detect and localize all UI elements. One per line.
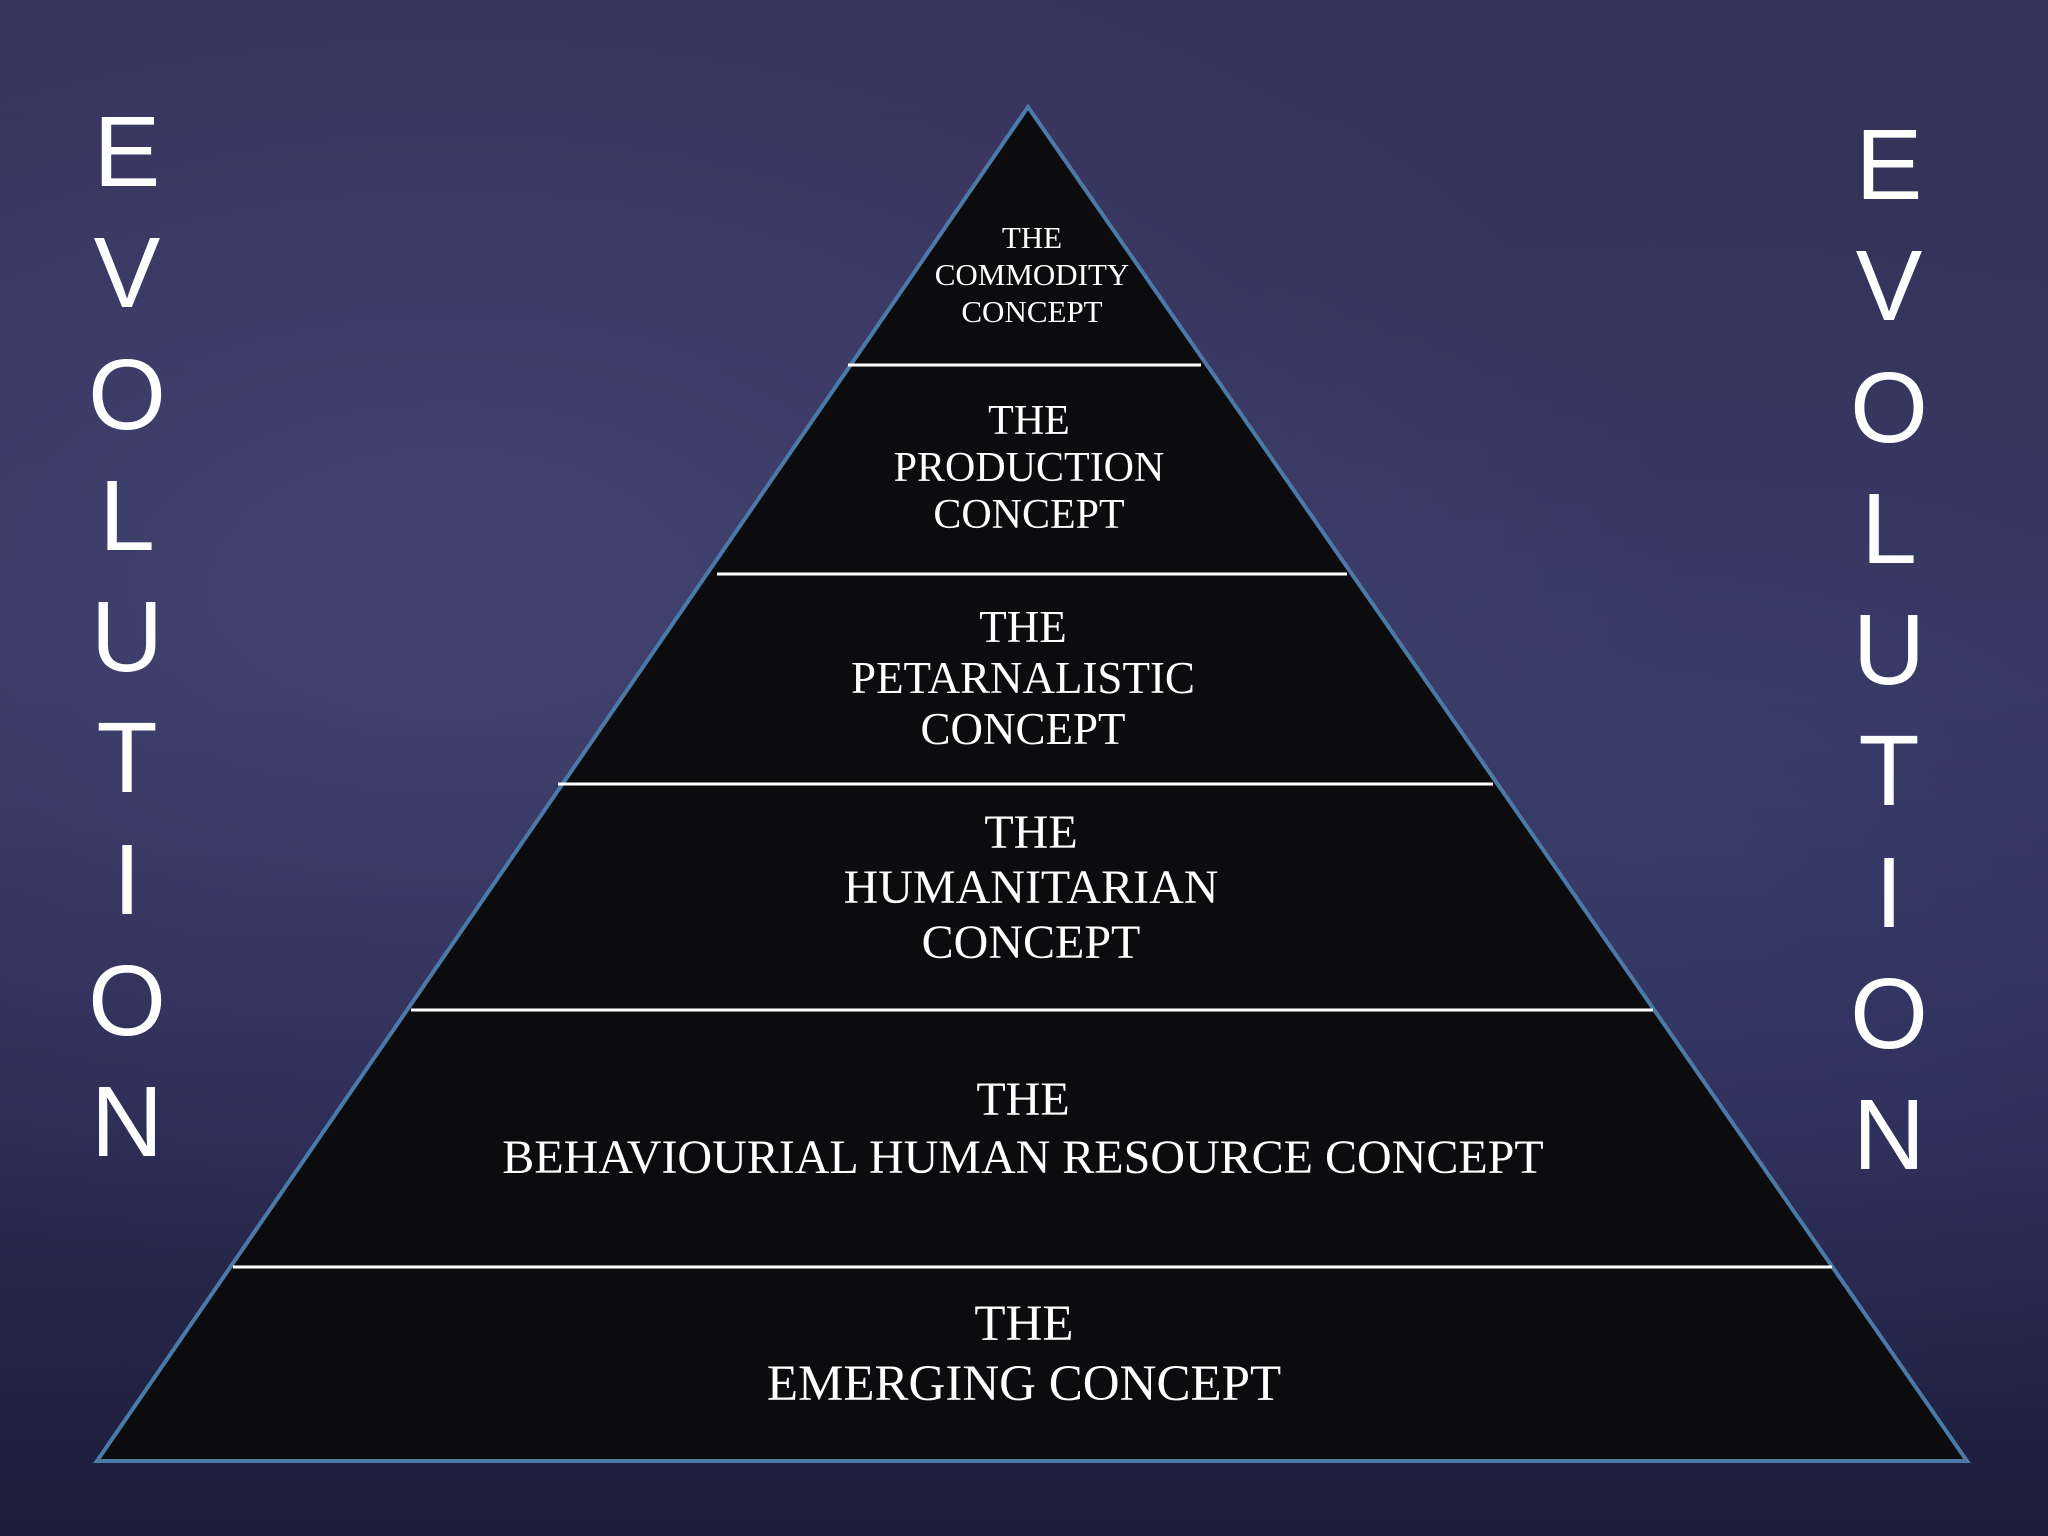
letter: I <box>1875 836 1903 949</box>
letter: V <box>93 217 161 330</box>
tier-petarnalistic-concept: THE PETARNALISTIC CONCEPT <box>851 602 1195 755</box>
tier-line: BEHAVIOURIAL HUMAN RESOURCE CONCEPT <box>502 1131 1544 1184</box>
tier-commodity-concept: THE COMMODITY CONCEPT <box>935 219 1130 330</box>
letter: O <box>1850 351 1928 464</box>
letter: L <box>1861 472 1917 585</box>
tier-production-concept: THE PRODUCTION CONCEPT <box>894 398 1165 539</box>
tier-line: CONCEPT <box>920 704 1126 754</box>
tier-line: EMERGING CONCEPT <box>766 1356 1282 1412</box>
tier-line: THE <box>979 602 1067 652</box>
letter: U <box>1852 594 1926 706</box>
tier-line: CONCEPT <box>961 294 1103 329</box>
letter: O <box>88 338 166 451</box>
tier-line: THE <box>1001 220 1063 255</box>
tier-line: HUMANITARIAN <box>843 861 1219 914</box>
tier-line: COMMODITY <box>934 257 1130 292</box>
letter: V <box>1855 230 1923 343</box>
letter: L <box>99 459 155 572</box>
tier-line: CONCEPT <box>921 916 1141 969</box>
letter: N <box>90 1066 164 1178</box>
letter: T <box>96 702 158 815</box>
tier-line: THE <box>988 398 1070 444</box>
evolution-vertical-left: E V O L U T I O N <box>72 102 182 1172</box>
tier-line: THE <box>974 1296 1074 1352</box>
tier-behaviourial-human-resource-concept: THE BEHAVIOURIAL HUMAN RESOURCE CONCEPT <box>502 1071 1543 1187</box>
letter: U <box>90 581 164 693</box>
tier-emerging-concept: THE EMERGING CONCEPT <box>767 1294 1281 1414</box>
letter: O <box>88 944 166 1057</box>
tier-line: PETARNALISTIC <box>851 653 1195 703</box>
letter: N <box>1852 1079 1926 1191</box>
tier-line: PRODUCTION <box>893 445 1165 491</box>
tier-humanitarian-concept: THE HUMANITARIAN CONCEPT <box>844 805 1219 970</box>
tier-line: CONCEPT <box>933 492 1125 538</box>
letter: E <box>93 96 161 208</box>
tier-line: THE <box>976 1073 1070 1126</box>
evolution-vertical-right: E V O L U T I O N <box>1834 115 1944 1185</box>
letter: I <box>113 823 141 936</box>
tier-line: THE <box>984 806 1078 859</box>
letter: E <box>1855 109 1923 221</box>
letter: T <box>1858 715 1920 828</box>
letter: O <box>1850 957 1928 1070</box>
